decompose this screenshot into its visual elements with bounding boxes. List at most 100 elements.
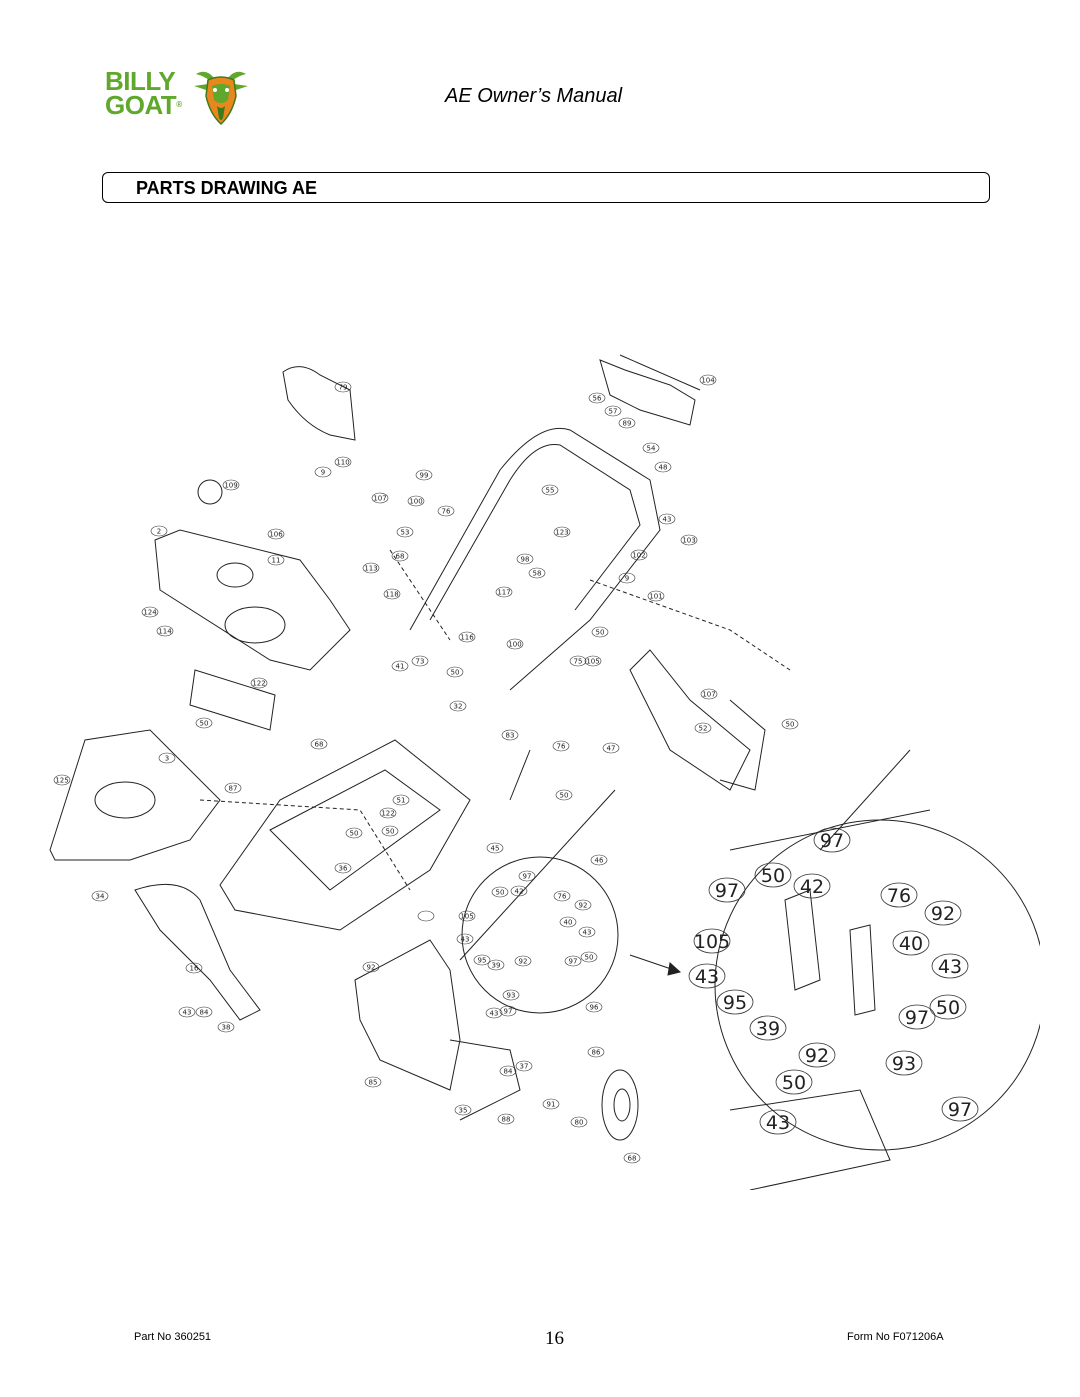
callout: 50 <box>345 827 363 839</box>
callout: 39 <box>487 959 505 971</box>
callout: 123 <box>553 526 571 538</box>
svg-text:42: 42 <box>515 888 524 896</box>
svg-text:76: 76 <box>887 885 911 907</box>
parts-drawing: 79 104 56 57 89 54 48 9 110 109 107 99 1… <box>49 354 1040 1190</box>
svg-text:40: 40 <box>899 933 923 955</box>
svg-text:117: 117 <box>497 589 510 597</box>
detail-callout: 76 <box>880 882 918 908</box>
svg-text:97: 97 <box>715 880 739 902</box>
callout: 54 <box>642 442 660 454</box>
svg-text:95: 95 <box>723 992 747 1014</box>
callout: 42 <box>510 885 528 897</box>
svg-text:113: 113 <box>364 565 377 573</box>
svg-text:96: 96 <box>590 1004 599 1012</box>
detail-callout: 105 <box>693 928 731 954</box>
callout: 50 <box>491 886 509 898</box>
svg-text:43: 43 <box>583 929 592 937</box>
svg-text:16: 16 <box>190 965 199 973</box>
svg-text:68: 68 <box>315 741 324 749</box>
callout: 48 <box>654 461 672 473</box>
detail-callout: 43 <box>759 1109 797 1135</box>
svg-text:32: 32 <box>454 703 463 711</box>
callout: 107 <box>700 688 718 700</box>
svg-text:89: 89 <box>623 420 632 428</box>
svg-text:43: 43 <box>663 516 672 524</box>
callout: 124 <box>141 606 159 618</box>
footer-form-number: Form No F071206A <box>847 1331 944 1343</box>
callout: 34 <box>91 890 109 902</box>
callout: 97 <box>564 955 582 967</box>
detail-callouts: 97 50 42 76 97 92 105 40 43 43 95 50 39 … <box>688 827 979 1135</box>
callout: 50 <box>195 717 213 729</box>
detail-callout: 97 <box>898 1004 936 1030</box>
callout: 102 <box>630 549 648 561</box>
svg-text:118: 118 <box>385 591 398 599</box>
svg-text:3: 3 <box>165 755 169 763</box>
svg-text:73: 73 <box>416 658 425 666</box>
svg-text:11: 11 <box>272 557 281 565</box>
detail-callout: 50 <box>754 862 792 888</box>
svg-text:123: 123 <box>555 529 568 537</box>
svg-text:56: 56 <box>593 395 602 403</box>
svg-text:92: 92 <box>519 958 528 966</box>
svg-text:57: 57 <box>609 408 618 416</box>
callout: 46 <box>590 854 608 866</box>
detail-callout: 97 <box>813 827 851 853</box>
callout: 9 <box>314 466 332 478</box>
callout: 9 <box>618 572 636 584</box>
callout: 50 <box>781 718 799 730</box>
callout: 107 <box>371 492 389 504</box>
svg-text:43: 43 <box>938 956 962 978</box>
callout: 38 <box>217 1021 235 1033</box>
svg-text:46: 46 <box>595 857 604 865</box>
svg-text:47: 47 <box>607 745 616 753</box>
svg-text:76: 76 <box>558 893 567 901</box>
svg-text:39: 39 <box>492 962 501 970</box>
svg-text:43: 43 <box>490 1010 499 1018</box>
svg-text:86: 86 <box>592 1049 601 1057</box>
callout: 52 <box>694 722 712 734</box>
svg-text:68: 68 <box>396 553 405 561</box>
svg-text:100: 100 <box>508 641 521 649</box>
footer-part-number: Part No 360251 <box>134 1331 212 1343</box>
svg-text:116: 116 <box>460 634 474 642</box>
svg-text:50: 50 <box>386 828 395 836</box>
callout: 43 <box>578 926 596 938</box>
svg-text:97: 97 <box>569 958 578 966</box>
main-callouts: 79 104 56 57 89 54 48 9 110 109 107 99 1… <box>53 374 799 1164</box>
callout: 87 <box>224 782 242 794</box>
callout: 117 <box>495 586 513 598</box>
callout: 104 <box>699 374 717 386</box>
callout: 84 <box>499 1065 517 1077</box>
callout: 79 <box>334 381 352 393</box>
footer-page-number: 16 <box>545 1328 564 1349</box>
callout: 91 <box>542 1098 560 1110</box>
svg-text:36: 36 <box>339 865 348 873</box>
section-title: PARTS DRAWING AE <box>136 178 318 198</box>
svg-text:43: 43 <box>461 936 470 944</box>
svg-text:97: 97 <box>905 1007 929 1029</box>
detail-callout: 97 <box>708 877 746 903</box>
svg-text:48: 48 <box>659 464 668 472</box>
detail-callout: 92 <box>798 1042 836 1068</box>
svg-text:93: 93 <box>892 1053 916 1075</box>
callout: 100 <box>407 495 425 507</box>
callout: 105 <box>458 910 476 922</box>
svg-text:9: 9 <box>321 469 325 477</box>
callout: 2 <box>150 525 168 537</box>
callout: 118 <box>383 588 401 600</box>
callout: 68 <box>623 1152 641 1164</box>
detail-callout: 93 <box>885 1050 923 1076</box>
callout: 114 <box>156 625 174 637</box>
callout: 57 <box>604 405 622 417</box>
callout <box>417 910 435 922</box>
callout: 43 <box>178 1006 196 1018</box>
svg-text:45: 45 <box>491 845 500 853</box>
callout: 92 <box>362 961 380 973</box>
svg-text:39: 39 <box>756 1018 780 1040</box>
svg-text:76: 76 <box>557 743 566 751</box>
logo-text-billy: BILLY <box>105 66 176 96</box>
billy-goat-logo: BILLY GOAT® <box>105 66 250 126</box>
callout: 88 <box>497 1113 515 1125</box>
callout: 86 <box>587 1046 605 1058</box>
